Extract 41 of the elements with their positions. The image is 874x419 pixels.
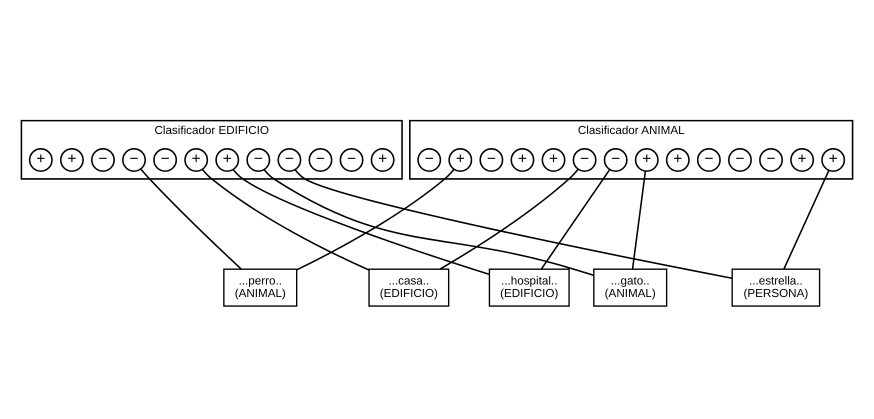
node-box: ...gato.. (ANIMAL) [593, 268, 668, 307]
connector [296, 169, 454, 271]
node-circle: + [666, 148, 690, 172]
node-box: ...casa.. (EDIFICIO) [368, 268, 450, 307]
node-circle: − [277, 148, 302, 172]
connector [232, 168, 490, 276]
node-circle: − [479, 148, 504, 172]
connector [540, 169, 610, 270]
node-circle: − [696, 148, 721, 172]
connector [202, 169, 370, 271]
node-circle: − [604, 148, 628, 172]
node-circle: + [28, 148, 53, 172]
node-circle: − [246, 148, 270, 172]
node-circle: + [184, 148, 208, 172]
node-circle: + [821, 148, 846, 172]
node-circle: − [153, 148, 178, 172]
node-circle: − [572, 148, 597, 172]
node-box: ...hospital.. (EDIFICIO) [488, 268, 570, 307]
node-circle: + [790, 148, 814, 172]
connector [440, 168, 579, 270]
node-circle: + [542, 148, 566, 172]
node-box: ...estrella.. (PERSONA) [732, 268, 820, 307]
node-circle: − [308, 148, 332, 172]
connector [783, 170, 830, 270]
node-circle: + [510, 148, 534, 172]
node-circle: − [759, 148, 783, 172]
connector [632, 171, 646, 270]
node-circle: + [370, 148, 395, 172]
node-box: ...perro.. (ANIMAL) [223, 268, 298, 307]
connector [294, 169, 732, 280]
node-circle: − [728, 148, 752, 172]
node-circle: + [215, 148, 240, 172]
node-circle: + [448, 148, 472, 172]
node-circle: − [122, 148, 146, 172]
node-circle: + [634, 148, 659, 172]
node-circle: − [417, 148, 442, 172]
node-circle: − [340, 148, 364, 172]
node-circle: + [60, 148, 84, 172]
connector [264, 169, 594, 276]
connector [140, 168, 242, 270]
node-circle: − [91, 148, 115, 172]
